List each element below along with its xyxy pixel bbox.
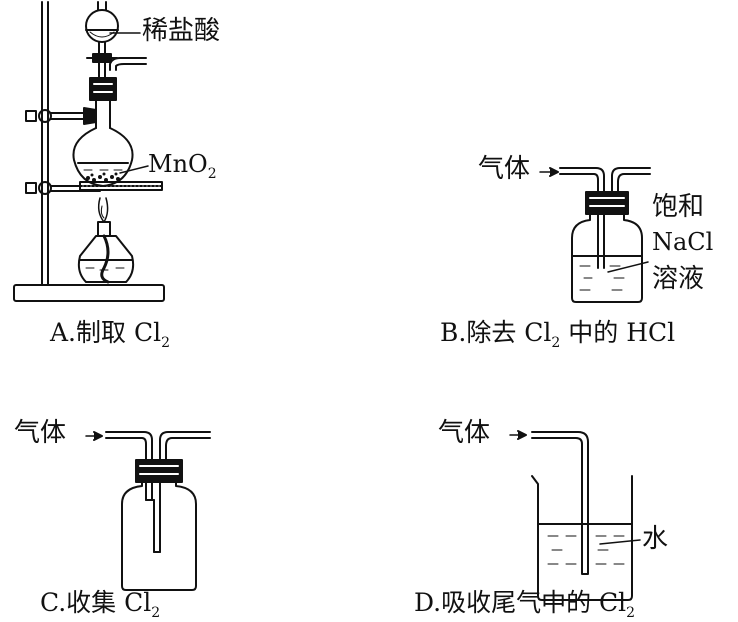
caption-c-text: C.收集 Cl xyxy=(40,588,152,617)
label-mno2-subscript: 2 xyxy=(207,166,217,182)
caption-b-suffix: 中的 HCl xyxy=(560,318,676,347)
stopper xyxy=(89,77,117,101)
caption-d-text: D.吸收尾气中的 Cl xyxy=(414,588,627,617)
label-gas-c: 气体 xyxy=(14,418,67,448)
stand-base xyxy=(13,284,165,302)
caption-a: A.制取 Cl2 xyxy=(50,320,170,350)
upper-clamp xyxy=(25,107,97,125)
caption-b-subscript: 2 xyxy=(551,335,561,351)
arrow-b xyxy=(549,167,559,177)
label-solution: 溶液 xyxy=(652,264,705,294)
stopper-c xyxy=(135,459,183,483)
caption-b-text: B.除去 Cl xyxy=(440,318,552,347)
caption-b: B.除去 Cl2 中的 HCl xyxy=(440,320,675,350)
beaker xyxy=(531,475,633,601)
wash-bottle xyxy=(571,213,643,303)
side-tube xyxy=(109,57,147,71)
label-water: 水 xyxy=(642,524,669,554)
caption-d: D.吸收尾气中的 Cl2 xyxy=(414,590,635,620)
panel-a-apparatus xyxy=(13,1,165,302)
label-gas-b: 气体 xyxy=(478,154,531,184)
stopper-b xyxy=(585,191,629,215)
label-nacl: NaCl xyxy=(652,228,714,256)
round-flask xyxy=(72,127,134,187)
mno2-solid xyxy=(86,172,120,182)
panel-d-apparatus xyxy=(509,430,641,601)
alcohol-lamp xyxy=(77,197,135,284)
arrow-d xyxy=(517,430,527,440)
panel-c-apparatus xyxy=(85,431,211,591)
caption-c-subscript: 2 xyxy=(151,605,161,621)
arrow-c xyxy=(93,431,103,441)
caption-c: C.收集 Cl2 xyxy=(40,590,160,620)
label-mno2-text: MnO xyxy=(148,150,208,178)
collecting-bottle xyxy=(121,481,197,591)
caption-a-subscript: 2 xyxy=(161,335,170,351)
panel-b-apparatus xyxy=(539,167,651,303)
label-gas-d: 气体 xyxy=(438,418,491,448)
caption-a-text: A.制取 Cl xyxy=(50,318,162,347)
label-saturated: 饱和 xyxy=(652,192,705,222)
label-dilute-hcl: 稀盐酸 xyxy=(142,16,221,46)
lower-clamp xyxy=(25,181,163,195)
caption-d-subscript: 2 xyxy=(626,605,636,621)
label-mno2: MnO2 xyxy=(148,152,217,181)
